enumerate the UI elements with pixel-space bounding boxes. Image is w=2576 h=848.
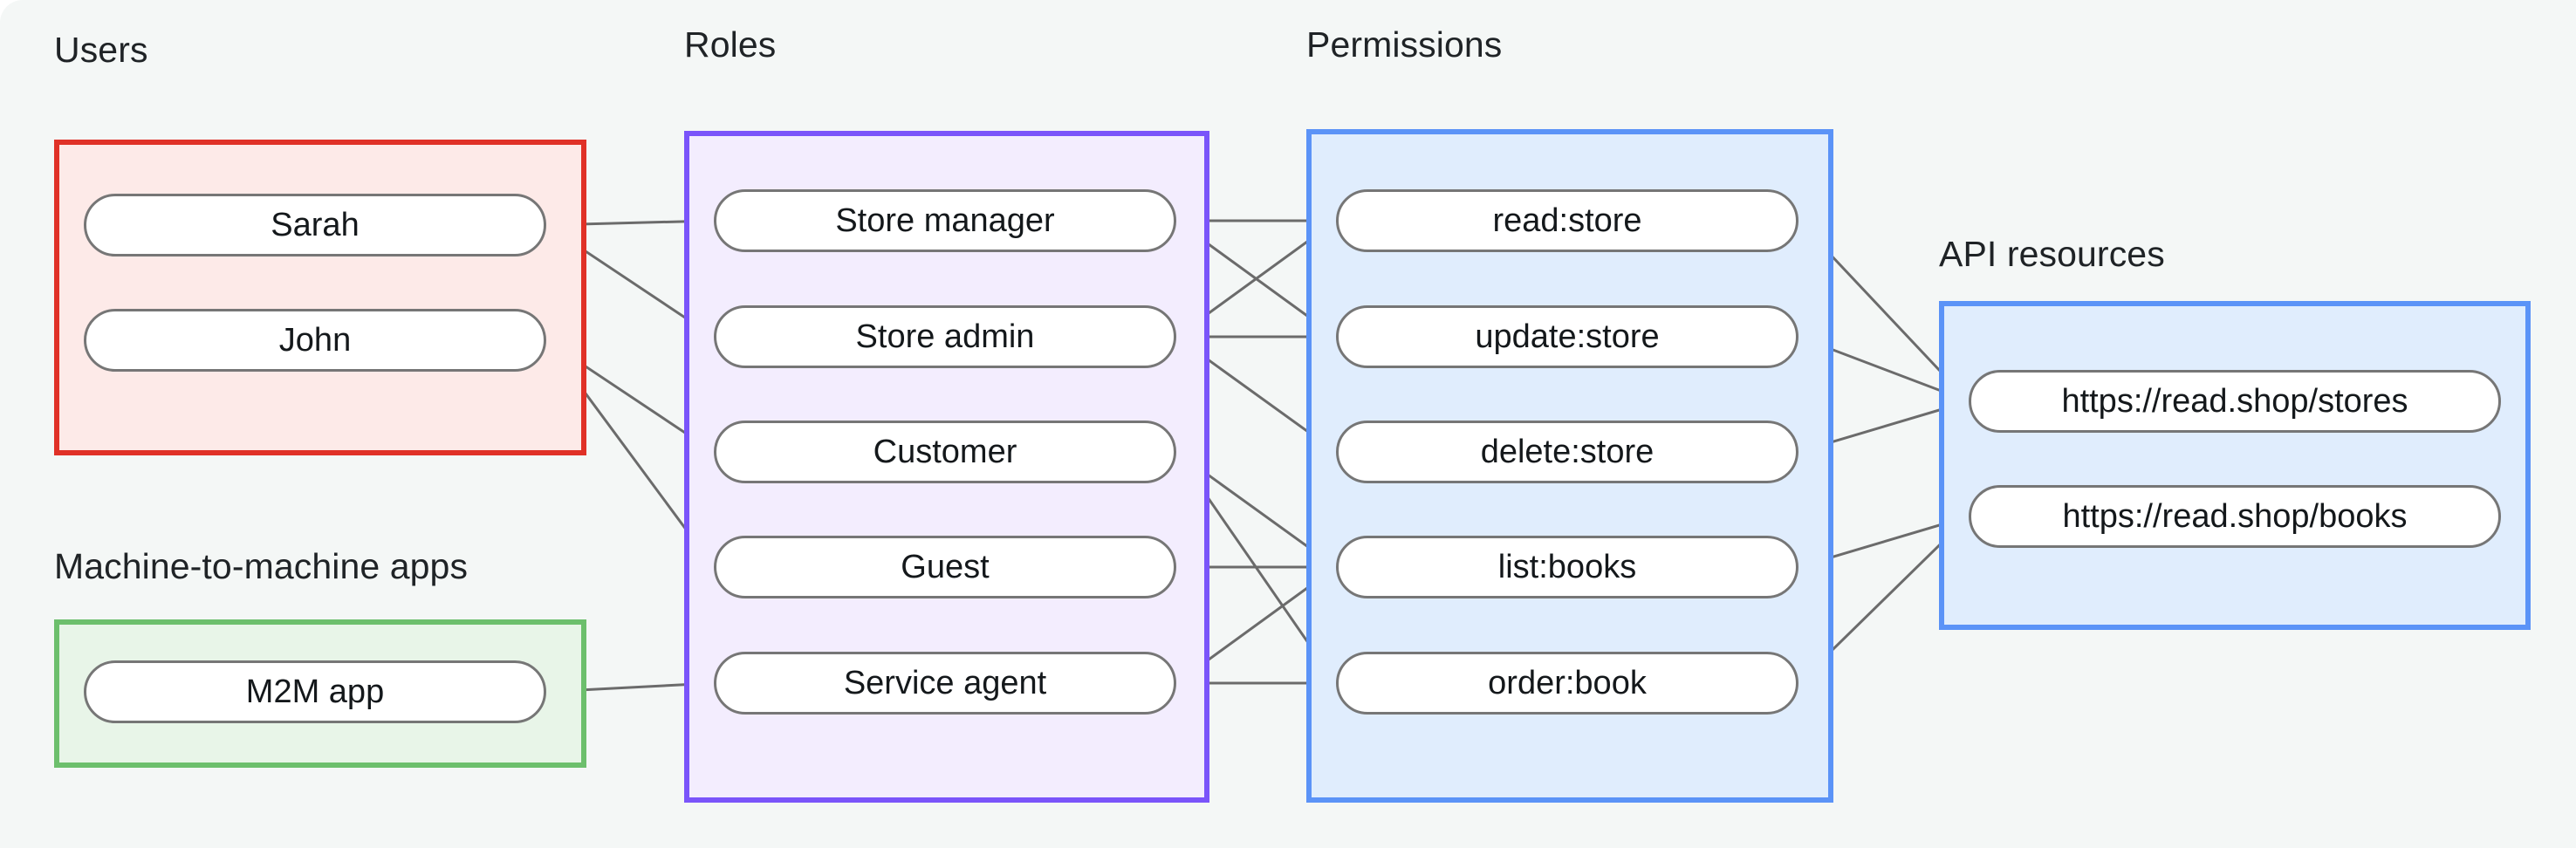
group-label-users: Users — [54, 30, 148, 70]
group-label-permissions: Permissions — [1306, 24, 1503, 65]
node-john[interactable]: John — [84, 309, 546, 372]
node-sarah[interactable]: Sarah — [84, 194, 546, 256]
node-read-store[interactable]: read:store — [1336, 189, 1798, 252]
node-customer[interactable]: Customer — [714, 421, 1176, 483]
node-update-store[interactable]: update:store — [1336, 305, 1798, 368]
node-store-manager[interactable]: Store manager — [714, 189, 1176, 252]
group-box-api-resources — [1939, 301, 2531, 630]
group-label-api-resources: API resources — [1939, 234, 2165, 274]
group-label-roles: Roles — [684, 24, 777, 65]
group-box-users — [54, 140, 586, 455]
node-res-books[interactable]: https://read.shop/books — [1969, 485, 2501, 548]
node-delete-store[interactable]: delete:store — [1336, 421, 1798, 483]
node-service-agent[interactable]: Service agent — [714, 652, 1176, 715]
node-m2m-app[interactable]: M2M app — [84, 660, 546, 723]
node-order-book[interactable]: order:book — [1336, 652, 1798, 715]
node-res-stores[interactable]: https://read.shop/stores — [1969, 370, 2501, 433]
node-store-admin[interactable]: Store admin — [714, 305, 1176, 368]
node-guest[interactable]: Guest — [714, 536, 1176, 598]
group-label-m2m: Machine-to-machine apps — [54, 546, 469, 586]
node-list-books[interactable]: list:books — [1336, 536, 1798, 598]
